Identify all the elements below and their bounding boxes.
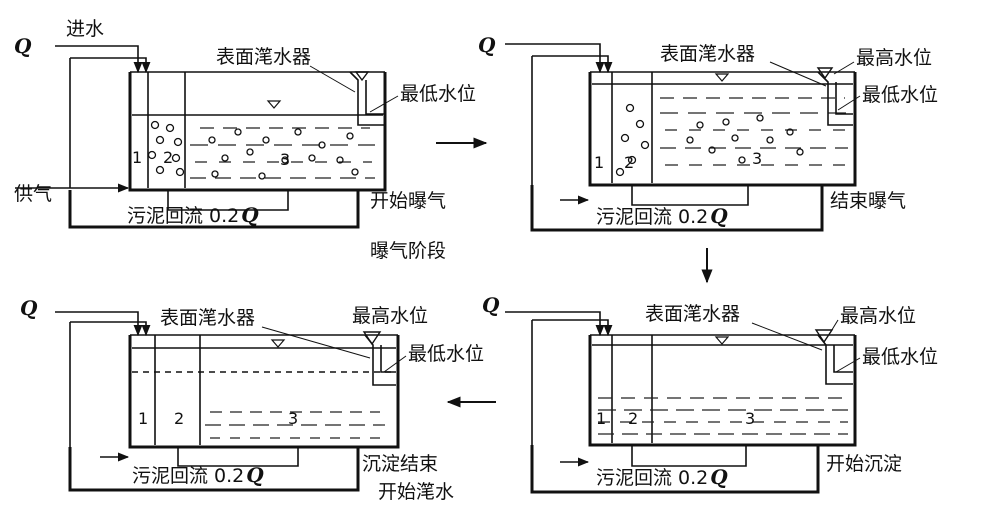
min-level-leader-3 bbox=[383, 355, 407, 373]
panel-start-settling bbox=[505, 311, 857, 494]
sludge-return-q-2: Q bbox=[710, 204, 728, 228]
surface-decanter bbox=[362, 331, 396, 386]
zone3-label-2: 3 bbox=[752, 149, 762, 168]
inflow-pipe-2 bbox=[532, 319, 613, 337]
min-level-label-2: 最低水位 bbox=[862, 84, 938, 106]
max-level-leader-4 bbox=[829, 319, 839, 334]
return-riser-1 bbox=[631, 445, 747, 467]
decanter-label-4: 表面滗水器 bbox=[645, 303, 740, 325]
max-level-label-2: 最高水位 bbox=[856, 47, 932, 69]
sludge-return-pipe bbox=[68, 447, 360, 492]
water-level-triangle bbox=[714, 73, 730, 82]
sludge-return-text-4: 污泥回流 0.2 bbox=[596, 467, 708, 489]
air-bubbles bbox=[147, 120, 359, 180]
water-hatch bbox=[660, 97, 848, 166]
panel-end-aeration bbox=[505, 43, 857, 232]
max-level-label-4: 最高水位 bbox=[840, 305, 916, 327]
sludge-return-q-1: Q bbox=[241, 203, 259, 227]
zone3-label-1: 3 bbox=[280, 150, 290, 169]
decanter-label-3: 表面滗水器 bbox=[160, 307, 255, 329]
q-label-2: Q bbox=[478, 33, 496, 57]
end-settling-label: 沉淀结束 bbox=[362, 453, 438, 475]
min-level-leader-4 bbox=[835, 357, 861, 373]
inflow-pipe bbox=[55, 45, 143, 74]
tank-wall bbox=[128, 72, 387, 192]
sludge-return-text-2: 污泥回流 0.2 bbox=[596, 206, 708, 228]
tank-wall bbox=[588, 72, 857, 187]
sludge-layer-hatch bbox=[598, 397, 848, 435]
return-riser-1 bbox=[167, 190, 289, 211]
decanter-leader-3 bbox=[261, 326, 371, 359]
decanter-label-1: 表面滗水器 bbox=[216, 46, 311, 68]
water-level-triangle bbox=[270, 339, 286, 348]
sludge-return-pipe bbox=[530, 445, 820, 494]
zone1-label-2: 1 bbox=[594, 153, 604, 172]
air-supply-label: 供气 bbox=[14, 183, 52, 205]
return-riser-1 bbox=[177, 447, 299, 467]
sludge-return-pipe bbox=[68, 190, 360, 229]
panel-end-settling bbox=[55, 311, 400, 492]
water-level-triangle bbox=[266, 100, 282, 109]
q-label-3: Q bbox=[20, 296, 38, 320]
tank-wall bbox=[588, 335, 857, 447]
decanter-leader-1 bbox=[309, 65, 356, 93]
min-level-leader-1 bbox=[369, 95, 399, 113]
zone2-label-4: 2 bbox=[628, 409, 638, 428]
zone1-label-4: 1 bbox=[596, 409, 606, 428]
aeration-stage-label: 曝气阶段 bbox=[370, 240, 446, 262]
sludge-return-q-4: Q bbox=[710, 465, 728, 489]
start-settling-label: 开始沉淀 bbox=[826, 453, 902, 475]
air-supply-text: 供气 bbox=[14, 183, 52, 205]
inflow-pipe bbox=[505, 43, 605, 74]
tank-wall bbox=[128, 335, 400, 449]
surface-decanter bbox=[816, 67, 853, 126]
min-level-label-3: 最低水位 bbox=[408, 343, 484, 365]
surface-decanter bbox=[814, 329, 853, 385]
max-level-leader-2 bbox=[833, 61, 855, 75]
zone1-label-3: 1 bbox=[138, 409, 148, 428]
min-level-label-1: 最低水位 bbox=[400, 83, 476, 105]
zone2-label-1: 2 bbox=[163, 148, 173, 167]
inflow-pipe-2 bbox=[70, 57, 151, 74]
zone3-label-3: 3 bbox=[288, 409, 298, 428]
water-level-triangle bbox=[714, 336, 730, 345]
sludge-layer-hatch bbox=[205, 411, 385, 439]
sludge-return-text-3: 污泥回流 0.2 bbox=[132, 465, 244, 487]
zone3-label-4: 3 bbox=[745, 409, 755, 428]
surface-decanter bbox=[349, 71, 384, 126]
inflow-pipe-2 bbox=[70, 321, 151, 337]
zone2-label-2: 2 bbox=[624, 153, 634, 172]
q-label-4: Q bbox=[482, 293, 500, 317]
inflow-pipe-2 bbox=[532, 55, 613, 74]
sludge-return-q-3: Q bbox=[246, 463, 264, 487]
sludge-return-pipe bbox=[530, 185, 824, 232]
decanter-leader-4 bbox=[751, 322, 823, 351]
inflow-label: 进水 bbox=[66, 18, 104, 40]
panel-start-aeration bbox=[15, 45, 387, 229]
max-level-label-3: 最高水位 bbox=[352, 305, 428, 327]
return-riser-1 bbox=[631, 185, 749, 206]
inflow-pipe bbox=[505, 311, 605, 337]
start-aeration-label: 开始曝气 bbox=[370, 190, 446, 212]
end-aeration-label: 结束曝气 bbox=[830, 190, 906, 212]
min-level-label-4: 最低水位 bbox=[862, 346, 938, 368]
sludge-return-text-1: 污泥回流 0.2 bbox=[127, 205, 239, 227]
zone2-label-3: 2 bbox=[174, 409, 184, 428]
zone1-label-1: 1 bbox=[132, 148, 142, 167]
decanter-label-2: 表面滗水器 bbox=[660, 43, 755, 65]
min-level-leader-2 bbox=[837, 95, 861, 111]
decanter-leader-2 bbox=[769, 61, 827, 87]
start-decanting-label: 开始滗水 bbox=[378, 481, 454, 503]
q-label-1: Q bbox=[14, 34, 32, 58]
inflow-pipe bbox=[55, 311, 143, 337]
air-bubbles bbox=[615, 103, 804, 177]
